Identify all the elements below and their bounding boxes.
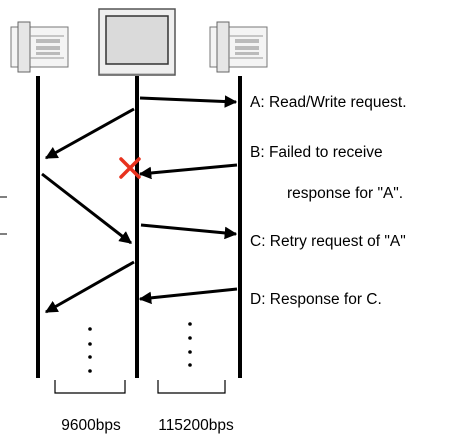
arrow-left-response <box>41 172 132 245</box>
arrow-forward-to-left <box>44 107 135 160</box>
left-speed-label: 9600bps <box>61 417 121 434</box>
left-speed-bracket <box>54 380 126 394</box>
continuation-dots <box>88 322 192 373</box>
label-b-line1: B: Failed to receive <box>250 144 383 161</box>
arrow-a-request <box>139 95 238 108</box>
label-d: D: Response for C. <box>250 291 382 308</box>
label-c: C: Retry request of "A" <box>250 233 406 250</box>
arrow-c-retry <box>140 223 238 240</box>
right-speed-label: 115200bps <box>158 417 234 434</box>
arrow-retry-to-left <box>44 260 135 314</box>
arrow-b-response-failed <box>138 163 238 180</box>
plc-icon <box>10 21 69 73</box>
arrow-d-response <box>138 287 238 305</box>
right-speed-bracket <box>157 380 226 394</box>
label-b-line2: response for "A". <box>287 185 403 202</box>
touch-panel-icon <box>98 8 176 76</box>
cross-mark-icon <box>119 157 141 179</box>
plc-icon <box>209 21 268 73</box>
label-a: A: Read/Write request. <box>250 94 407 111</box>
